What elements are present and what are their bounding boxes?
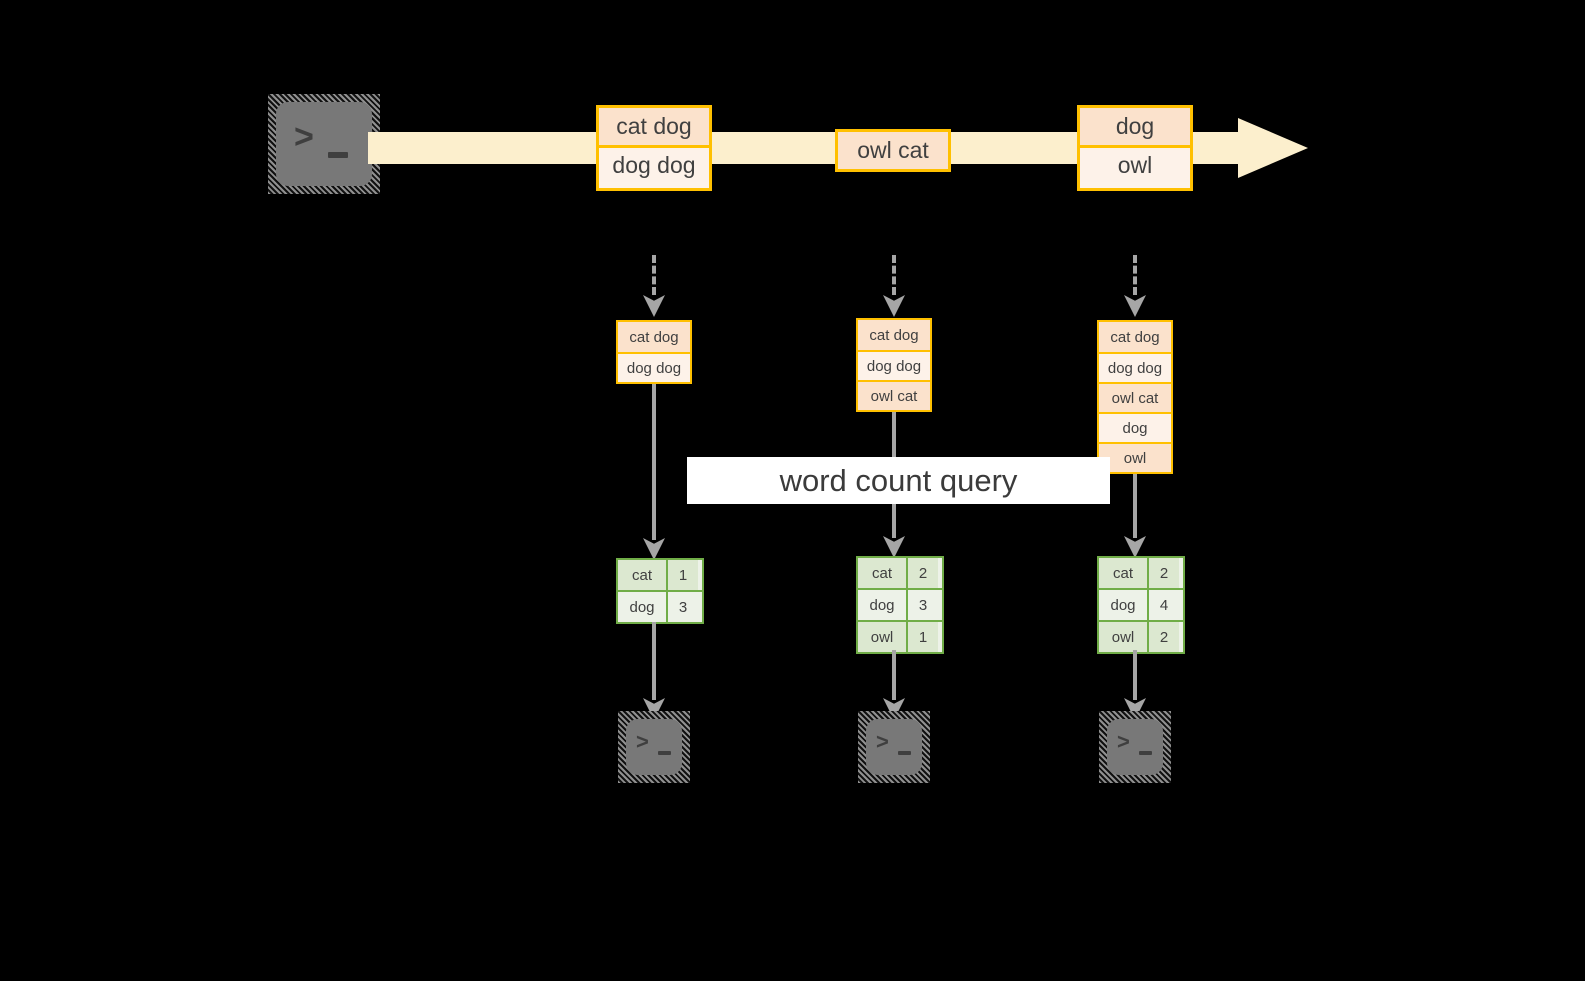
result-word: cat: [618, 560, 666, 590]
result-count: 1: [666, 560, 698, 590]
snapshot-3-sink-arrow: [1124, 650, 1146, 720]
snapshot-3-result-table: cat 2 dog 4 owl 2: [1097, 556, 1185, 654]
prompt-chevron-icon: >: [636, 729, 649, 754]
snapshot-1-tap-arrow: [643, 255, 665, 317]
snapshot-1-input-row: cat dog: [618, 322, 690, 352]
snapshot-1-sink-arrow: [643, 622, 665, 720]
stream-record-2: owl cat: [835, 129, 951, 172]
stream-record-1: cat dog dog dog: [596, 105, 712, 191]
result-word: dog: [1099, 590, 1147, 620]
stream-arrowhead-icon: [1238, 118, 1308, 178]
result-count: 3: [666, 592, 698, 622]
snapshot-3-tap-arrow: [1124, 255, 1146, 317]
snapshot-2-input-box: cat dog dog dog owl cat: [856, 318, 932, 412]
snapshot-3-input-box: cat dog dog dog owl cat dog owl: [1097, 320, 1173, 474]
result-word: owl: [1099, 622, 1147, 652]
snapshot-1-result-table: cat 1 dog 3: [616, 558, 704, 624]
table-row: dog 3: [618, 590, 702, 622]
snapshot-1-query-arrow: [643, 384, 665, 560]
terminal-screen: >: [866, 719, 922, 775]
result-count: 2: [1147, 558, 1179, 588]
query-label: word count query: [779, 462, 1018, 498]
terminal-icon: >: [1099, 711, 1171, 783]
table-row: cat 2: [858, 558, 942, 588]
cursor-underscore-icon: [1139, 751, 1152, 755]
result-count: 1: [906, 622, 938, 652]
stream-record-3: dog owl: [1077, 105, 1193, 191]
snapshot-2-result-table: cat 2 dog 3 owl 1: [856, 556, 944, 654]
prompt-chevron-icon: >: [294, 118, 314, 156]
result-count: 4: [1147, 590, 1179, 620]
result-count: 2: [1147, 622, 1179, 652]
snapshot-2-input-row: dog dog: [858, 350, 930, 380]
prompt-chevron-icon: >: [1117, 729, 1130, 754]
result-word: cat: [858, 558, 906, 588]
snapshot-3-input-row: owl: [1099, 442, 1171, 472]
cursor-underscore-icon: [898, 751, 911, 755]
result-count: 3: [906, 590, 938, 620]
query-label-band: word count query: [687, 457, 1110, 504]
terminal-icon: >: [268, 94, 380, 194]
table-row: dog 3: [858, 588, 942, 620]
terminal-icon: >: [618, 711, 690, 783]
table-row: cat 2: [1099, 558, 1183, 588]
snapshot-1-input-box: cat dog dog dog: [616, 320, 692, 384]
snapshot-3-input-row: dog dog: [1099, 352, 1171, 382]
result-word: owl: [858, 622, 906, 652]
table-row: owl 1: [858, 620, 942, 652]
table-row: cat 1: [618, 560, 702, 590]
table-row: dog 4: [1099, 588, 1183, 620]
snapshot-3-query-arrow: [1124, 474, 1146, 558]
terminal-screen: >: [626, 719, 682, 775]
cursor-underscore-icon: [328, 152, 348, 158]
terminal-screen: >: [1107, 719, 1163, 775]
result-word: dog: [858, 590, 906, 620]
stream-record-line: owl: [1080, 145, 1190, 182]
snapshot-2-input-row: owl cat: [858, 380, 930, 410]
snapshot-3-input-row: owl cat: [1099, 382, 1171, 412]
snapshot-2-tap-arrow: [883, 255, 905, 317]
result-word: cat: [1099, 558, 1147, 588]
snapshot-2-input-row: cat dog: [858, 320, 930, 350]
snapshot-3-input-row: cat dog: [1099, 322, 1171, 352]
snapshot-1-input-row: dog dog: [618, 352, 690, 382]
snapshot-3-input-row: dog: [1099, 412, 1171, 442]
stream-record-line: dog: [1080, 108, 1190, 145]
result-word: dog: [618, 592, 666, 622]
stream-record-line: cat dog: [599, 108, 709, 145]
cursor-underscore-icon: [658, 751, 671, 755]
snapshot-2-sink-arrow: [883, 650, 905, 720]
terminal-screen: >: [276, 102, 372, 186]
stream-record-line: dog dog: [599, 145, 709, 182]
table-row: owl 2: [1099, 620, 1183, 652]
prompt-chevron-icon: >: [876, 729, 889, 754]
result-count: 2: [906, 558, 938, 588]
stream-record-line: owl cat: [838, 132, 948, 169]
terminal-icon: >: [858, 711, 930, 783]
